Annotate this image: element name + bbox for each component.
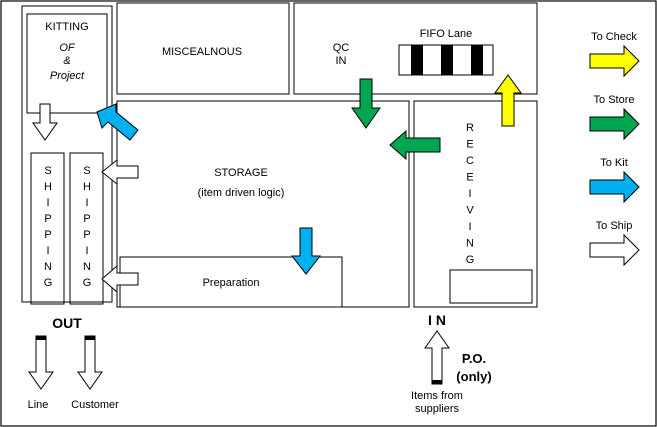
legend-arrow — [589, 107, 640, 141]
preparation-label: Preparation — [203, 277, 260, 289]
shipping-right-letter: N — [83, 261, 91, 273]
shipping-left-letter: I — [46, 197, 49, 209]
to-ship-arrow-kitting — [32, 103, 58, 141]
in-label: I N — [428, 312, 446, 328]
customer-out-arrow — [77, 335, 103, 390]
fifo-label: FIFO Lane — [420, 28, 473, 40]
legend-label: To Kit — [600, 157, 628, 169]
line-out-arrow — [28, 335, 54, 390]
legend-arrow — [589, 170, 640, 204]
to-store-arrow-qc — [351, 78, 381, 129]
legend-arrow — [589, 233, 640, 267]
supplier-in-arrow-cap — [432, 380, 442, 384]
kitting-title: KITTING — [45, 21, 88, 33]
receiving-letter: V — [466, 205, 474, 217]
legend-arrow — [589, 44, 640, 78]
receiving-letter: I — [468, 221, 471, 233]
storage-subtitle: (item driven logic) — [198, 187, 285, 199]
customer-out-arrow-cap — [85, 336, 95, 340]
line-label: Line — [28, 399, 49, 411]
qc-label-line1: QC — [333, 42, 350, 54]
supplier-in-arrow — [424, 330, 450, 385]
shipping-right-letter: S — [83, 165, 90, 177]
shipping-left-letter: I — [46, 245, 49, 257]
to-kit-arrow — [96, 103, 139, 141]
shipping-column-right — [69, 152, 104, 305]
shipping-left-letter: P — [44, 213, 51, 225]
fifo-lane-stripes — [398, 44, 494, 76]
legend: To Check To Store To Kit To Ship — [589, 31, 640, 267]
out-label: OUT — [52, 315, 82, 331]
to-store-arrow-receiving — [389, 129, 441, 161]
receiving-letter: E — [466, 172, 473, 184]
legend-label: To Ship — [596, 220, 633, 232]
receiving-letter: G — [466, 254, 475, 266]
misc-zone — [116, 2, 290, 95]
shipping-right-letter: P — [83, 229, 90, 241]
shipping-right-letter: I — [85, 197, 88, 209]
to-ship-arrow-upper — [101, 158, 139, 186]
receiving-letter: R — [466, 122, 474, 134]
receiving-zone — [413, 100, 538, 308]
to-check-arrow — [494, 74, 522, 127]
shipping-left-letter: P — [44, 229, 51, 241]
shipping-left-letter: S — [44, 165, 51, 177]
shipping-right-letter: I — [85, 245, 88, 257]
line-out-arrow-cap — [36, 336, 46, 340]
receiving-letter: I — [468, 188, 471, 200]
customer-label: Customer — [71, 399, 119, 411]
po-label-line1: P.O. — [462, 351, 486, 366]
kitting-line1: OF — [59, 42, 76, 54]
kitting-line3: Project — [50, 70, 85, 82]
suppliers-label: suppliers — [415, 403, 460, 415]
shipping-left-letter: H — [44, 181, 52, 193]
qc-fifo-zone — [293, 2, 538, 95]
shipping-left-letter: N — [44, 261, 52, 273]
shipping-right-letter: P — [83, 213, 90, 225]
kitting-area-outer — [21, 5, 113, 303]
kitting-line2: & — [63, 55, 70, 67]
receiving-letter: E — [466, 139, 473, 151]
receiving-letter: N — [466, 238, 474, 250]
po-label-line2: (only) — [456, 369, 491, 384]
legend-label: To Store — [594, 94, 635, 106]
qc-label-line2: IN — [336, 55, 347, 67]
receiving-dock-box — [449, 269, 533, 304]
shipping-left-letter: G — [44, 277, 53, 289]
shipping-column-left — [30, 152, 65, 305]
misc-label: MISCEALNOUS — [162, 46, 242, 58]
receiving-letter: C — [466, 155, 474, 167]
items-from-label: Items from — [411, 390, 463, 402]
kitting-zone — [26, 13, 108, 114]
to-kit-arrow-preparation — [290, 227, 322, 275]
shipping-right-letter: H — [83, 181, 91, 193]
to-ship-arrow-lower — [101, 264, 139, 294]
shipping-right-letter: G — [83, 277, 92, 289]
legend-label: To Check — [591, 31, 637, 43]
storage-title: STORAGE — [214, 167, 268, 179]
